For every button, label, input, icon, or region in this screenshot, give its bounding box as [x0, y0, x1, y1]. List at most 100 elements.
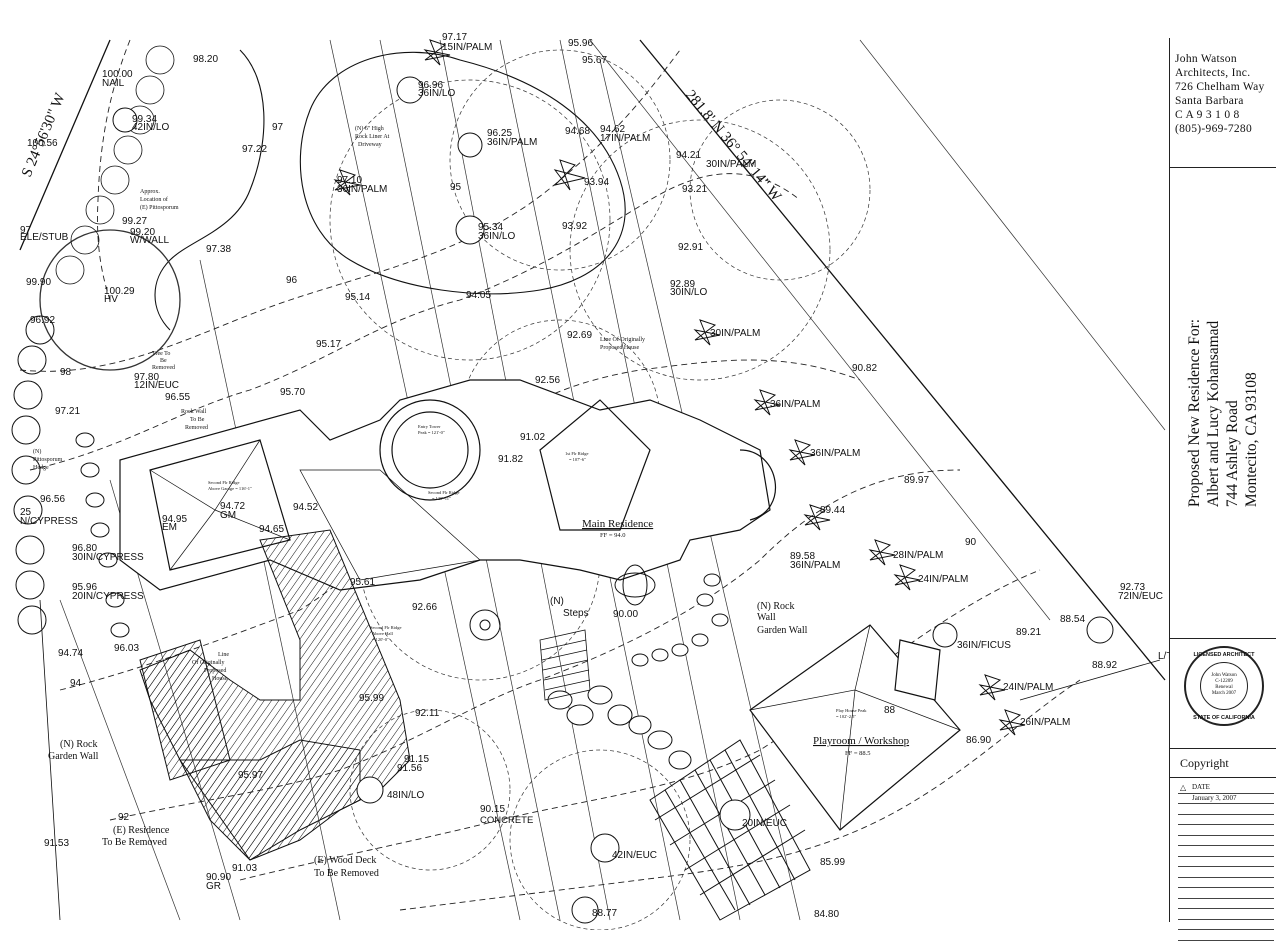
contour-label: 97 — [272, 122, 284, 133]
firm-line: Architects, Inc. — [1175, 67, 1251, 79]
pitto-hedge-1: (N) — [33, 448, 41, 455]
revision-row — [1178, 846, 1274, 857]
spot-elevation: GM — [220, 510, 236, 521]
revision-row — [1178, 825, 1274, 836]
revision-row — [1178, 888, 1274, 899]
pittosporum-trees — [55, 45, 175, 285]
spot-elevation: 88.92 — [1092, 660, 1117, 671]
seal-section: LICENSED ARCHITECT John Watson C-12209 R… — [1170, 638, 1276, 749]
spot-elevation: 99.90 — [26, 277, 51, 288]
tree-label: 36IN/PALM — [790, 560, 840, 571]
rock-wall-left-1: (N) Rock — [60, 739, 98, 750]
rock-wall-removed-1: Rock Wall — [181, 409, 207, 415]
tree-label: 20IN/CYPRESS — [72, 591, 144, 602]
spot-elevation: 96.25 — [487, 128, 512, 139]
steps — [539, 629, 591, 701]
contour-label: 92 — [118, 812, 130, 823]
project-info: Proposed New Residence For: Albert and L… — [1170, 168, 1276, 639]
ridge5-2: = 102'-2.5" — [836, 714, 856, 719]
spot-elevation: 95.61 — [350, 577, 375, 588]
spot-elevation: 99.34 — [132, 114, 157, 125]
ridge3-2: = 107'-6" — [569, 457, 586, 462]
removed-structures — [139, 529, 411, 861]
spot-elevation: 96.56 — [40, 494, 65, 505]
spot-elevation: 97.21 — [55, 406, 80, 417]
revision-row — [1178, 815, 1274, 825]
spot-elevation: 97.80 — [134, 372, 159, 383]
line-orig-left-1: Line — [218, 652, 229, 658]
spot-elevation: 94.05 — [466, 290, 491, 301]
contour-label: 94 — [70, 678, 82, 689]
firm-line: (805)-969-7280 — [1175, 123, 1253, 135]
playroom-label: Playroom / Workshop — [813, 735, 910, 747]
palm-tree-symbols — [333, 39, 1026, 736]
seal-line: March 2007 — [1211, 691, 1237, 696]
tree-label: 36IN/PALM — [487, 137, 537, 148]
spot-elevation: 95.34 — [478, 222, 503, 233]
revision-header-row: △DATE — [1178, 783, 1274, 794]
spot-elevation: 92.11 — [415, 708, 440, 719]
tree-label: 28IN/PALM — [893, 550, 943, 561]
revision-date: January 3, 2007 — [1192, 793, 1237, 802]
spot-elevation: EM — [162, 522, 177, 533]
tree-label: 36IN/LO — [478, 231, 515, 242]
revision-row — [1178, 878, 1274, 888]
spot-elevation: 96.92 — [30, 315, 55, 326]
spot-elevation: 95.96 — [568, 38, 593, 49]
tree-labels: 15IN/PALM 36IN/LO 36IN/PALM 42IN/LO 36IN… — [20, 42, 1163, 861]
line-orig-left-4: House — [212, 676, 228, 682]
contour-label: 98 — [60, 367, 72, 378]
spot-elevation: 93.92 — [562, 221, 587, 232]
spot-elevation: 97.10 — [337, 175, 362, 186]
revision-row — [1178, 920, 1274, 930]
architect-seal: LICENSED ARCHITECT John Watson C-12209 R… — [1184, 646, 1264, 726]
spot-elevation: 92.69 — [567, 330, 592, 341]
revision-header: DATE — [1192, 783, 1210, 791]
tree-label: 20IN/EUC — [742, 818, 787, 829]
spot-elevation: 96.96 — [418, 80, 443, 91]
tree-label: N/CYPRESS — [20, 516, 78, 527]
spot-elevation: 99.20 — [130, 227, 155, 238]
firm-line: 726 Chelham Way — [1175, 81, 1265, 93]
steps-2: Steps — [563, 608, 589, 619]
main-residence-ff: FF = 94.0 — [600, 532, 626, 539]
revision-row: January 3, 2007 — [1178, 793, 1274, 804]
steps-1: (N) — [550, 596, 564, 607]
residence-removed-2: To Be Removed — [102, 837, 167, 848]
line-orig-left-2: Of Originally — [192, 659, 225, 666]
driveway — [154, 49, 626, 331]
spot-elevation: 91.82 — [498, 454, 523, 465]
spot-elevation: 25 — [20, 507, 32, 518]
contour-label: 88 — [884, 705, 896, 716]
playroom-ff: FF = 88.5 — [845, 750, 871, 757]
tree-label: 36IN/FICUS — [957, 640, 1011, 651]
spot-elevation: 91.03 — [232, 863, 257, 874]
spot-elevation: 89.21 — [1016, 627, 1041, 638]
spot-elevation: 94.21 — [676, 150, 701, 161]
spot-elevation: 88.77 — [592, 908, 617, 919]
spot-elevation: GR — [206, 881, 221, 892]
spot-elevation: 97 — [20, 225, 32, 236]
tree-label: 26IN/PALM — [1020, 717, 1070, 728]
spot-elevation: 91.56 — [397, 763, 422, 774]
tree-label: 36IN/LO — [418, 88, 455, 99]
wood-deck-1: (E) Wood Deck — [314, 855, 376, 866]
contour-labels: 98 96 94 92 90 88 97 95 — [60, 122, 977, 823]
spot-elevation: 89.58 — [790, 551, 815, 562]
revision-row — [1178, 867, 1274, 878]
spot-elevation: NAIL — [102, 78, 125, 89]
spot-elevation: 95.96 — [72, 582, 97, 593]
firm-line: C A 9 3 1 0 8 — [1175, 109, 1240, 121]
revision-row — [1178, 899, 1274, 909]
tree-label: 36IN/PALM — [810, 448, 860, 459]
spot-elevation: 89.44 — [820, 505, 845, 516]
main-residence — [119, 379, 777, 591]
tree-label: 30IN/PALM — [706, 159, 756, 170]
spot-elevation: 97.38 — [206, 244, 231, 255]
tree-label: 30IN/CYPRESS — [72, 552, 144, 563]
tree-label: 17IN/PALM — [600, 133, 650, 144]
revision-table: △DATE January 3, 2007 — [1178, 783, 1274, 941]
spot-elevation: 92.89 — [670, 279, 695, 290]
line-orig-1: Line Of Originally — [600, 336, 645, 343]
rock-garden-wall — [75, 432, 729, 770]
